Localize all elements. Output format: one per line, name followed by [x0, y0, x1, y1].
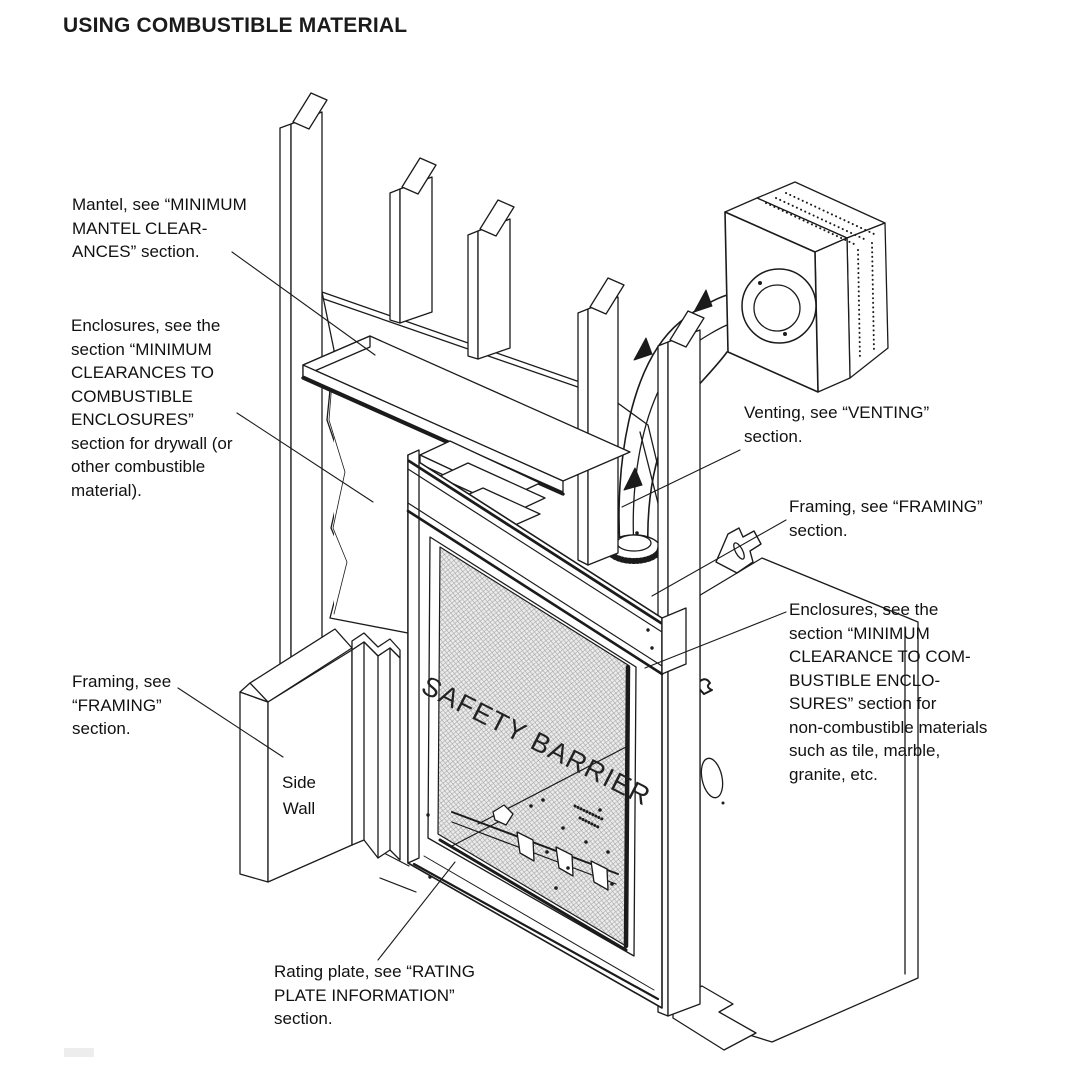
wall-stud: [467, 199, 515, 360]
unit-side-panel: [661, 527, 919, 1051]
grate-prong: [516, 831, 535, 862]
callout-framing-right: Framing, see “FRAMING” section.: [789, 497, 983, 540]
page-title: USING COMBUSTIBLE MATERIAL: [63, 14, 408, 37]
log-grate-rail: [451, 811, 619, 875]
ember-dots: [529, 798, 614, 890]
leader-venting: [621, 449, 741, 508]
callout-mantel: Mantel, see “MINIMUM MANTEL CLEAR- ANCES…: [72, 195, 247, 261]
leader-framing-right: [651, 519, 787, 597]
callout-rating-plate: Rating plate, see “RATING PLATE INFORMAT…: [274, 962, 475, 1028]
callout-enclosures-drywall: Enclosures, see the section “MINIMUM CLE…: [71, 316, 233, 500]
callout-framing-left: Framing, see “FRAMING” section.: [72, 672, 172, 738]
leader-lines: [177, 251, 787, 961]
side-wall-label: Side Wall: [281, 773, 317, 818]
side-wall-panel: [239, 628, 401, 883]
leader-enclosures-drywall: [236, 412, 374, 503]
vent-termination-cap: [724, 181, 889, 393]
leader-mantel: [231, 251, 376, 356]
wall-stud: [389, 157, 437, 324]
leader-enclosures-noncombustible: [644, 611, 787, 669]
leader-rating-plate: [377, 861, 456, 961]
knockout-oval: [700, 757, 724, 799]
page-edge-artifact: [64, 1048, 94, 1057]
leader-framing-left: [177, 687, 284, 758]
callout-venting: Venting, see “VENTING” section.: [744, 403, 930, 446]
wall-stud: [279, 92, 328, 693]
fireplace-unit-front: SAFETY BARRIER: [379, 449, 687, 1009]
wall-stud: [577, 277, 625, 566]
grate-hook: [492, 804, 514, 826]
grate-prong: [590, 860, 609, 891]
callout-enclosures-noncombustible: Enclosures, see the section “MINIMUM CLE…: [789, 600, 988, 784]
